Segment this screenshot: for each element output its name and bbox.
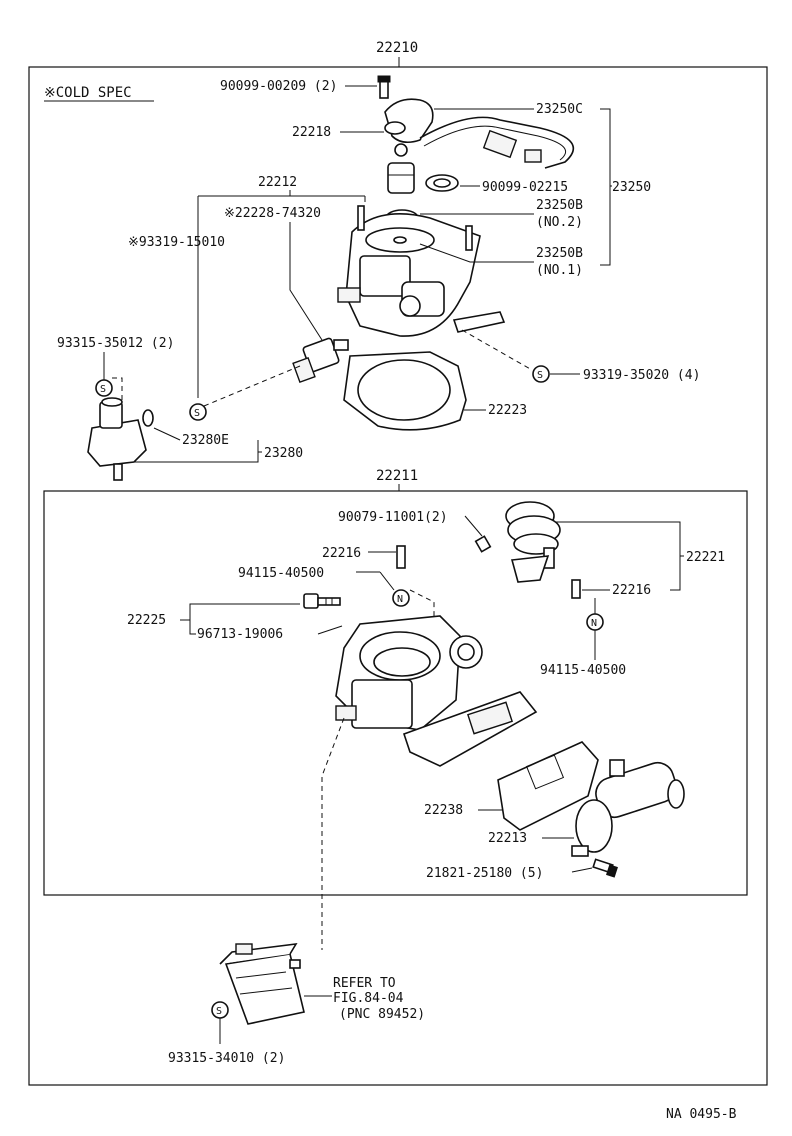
label-22213: 22213 <box>488 831 527 846</box>
svg-text:N: N <box>397 594 403 605</box>
svg-text:N: N <box>591 618 597 629</box>
label-23280e: 23280E <box>182 433 229 448</box>
s-symbol-icon: S <box>189 403 207 421</box>
label-22212: 22212 <box>258 175 297 190</box>
s-symbol-icon: S <box>95 379 113 397</box>
bolt-icon <box>377 75 391 99</box>
spring-icon <box>571 579 581 599</box>
n-symbol-icon: N <box>392 589 410 607</box>
label-23280: 23280 <box>264 446 303 461</box>
svg-text:S: S <box>216 1006 222 1017</box>
label-refer-to: REFER TO <box>333 976 396 991</box>
label-96713-19006: 96713-19006 <box>197 627 283 642</box>
assembly-22211-label: 22211 <box>376 468 418 484</box>
lower-assembly-frame <box>43 490 748 896</box>
figure-id: NA 0495-B <box>666 1107 737 1122</box>
s-symbol-icon: S <box>532 365 550 383</box>
screw-icon <box>474 535 492 553</box>
washer-23280e-icon <box>142 409 154 427</box>
label-22225: 22225 <box>127 613 166 628</box>
label-22221: 22221 <box>686 550 725 565</box>
diaphragm-22221-icon <box>505 501 561 583</box>
label-94115-40500-a: 94115-40500 <box>238 566 324 581</box>
gasket-22238-icon <box>497 741 599 831</box>
screw-22225-icon <box>303 593 341 609</box>
label-21821-25180: 21821-25180 (5) <box>426 866 543 881</box>
throttle-body-lower-icon <box>335 615 538 767</box>
sensor-22228-icon <box>289 222 349 384</box>
n-symbol-icon: N <box>586 613 604 631</box>
s-symbol-icon: S <box>211 1001 229 1019</box>
bolt-icon <box>592 858 618 878</box>
label-90099-00209: 90099-00209 (2) <box>220 79 337 94</box>
label-22228-74320: ※22228-74320 <box>224 206 321 221</box>
gasket-22223-icon <box>343 351 467 431</box>
hose-23250c-icon <box>419 116 575 169</box>
label-90099-02215: 90099-02215 <box>482 180 568 195</box>
label-23250b-no2-sub: (NO.2) <box>536 215 583 230</box>
label-22223: 22223 <box>488 403 527 418</box>
label-93315-34010: 93315-34010 (2) <box>168 1051 285 1066</box>
label-22238: 22238 <box>424 803 463 818</box>
washer-icon <box>425 174 459 192</box>
assembly-22210-label: 22210 <box>376 40 418 56</box>
cap-22218-icon <box>384 98 434 144</box>
label-23250: 23250 <box>612 180 651 195</box>
control-module-icon <box>219 943 305 1025</box>
label-refer-pnc: (PNC 89452) <box>339 1007 425 1022</box>
spring-icon <box>396 545 406 569</box>
label-93319-15010: ※93319-15010 <box>128 235 225 250</box>
label-93315-35012: 93315-35012 (2) <box>57 336 174 351</box>
label-refer-fig: FIG.84-04 <box>333 991 404 1006</box>
label-23250b-no1-sub: (NO.1) <box>536 263 583 278</box>
label-22216-a: 22216 <box>322 546 361 561</box>
label-22216-b: 22216 <box>612 583 651 598</box>
regulator-23280-icon <box>87 397 147 481</box>
label-93319-35020: 93319-35020 (4) <box>583 368 700 383</box>
label-22218: 22218 <box>292 125 331 140</box>
throttle-body-upper-icon <box>337 205 506 337</box>
svg-text:S: S <box>537 370 543 381</box>
label-23250b-no1: 23250B <box>536 246 583 261</box>
upper-assembly-frame <box>28 66 768 1086</box>
label-94115-40500-b: 94115-40500 <box>540 663 626 678</box>
cold-spec-note: ※COLD SPEC <box>44 85 132 101</box>
valve-body-icon <box>387 143 415 194</box>
actuator-22213-icon <box>571 759 685 857</box>
label-90079-11001: 90079-11001(2) <box>338 510 448 525</box>
svg-text:S: S <box>194 408 200 419</box>
label-23250c: 23250C <box>536 102 583 117</box>
label-23250b-no2: 23250B <box>536 198 583 213</box>
svg-text:S: S <box>100 384 106 395</box>
